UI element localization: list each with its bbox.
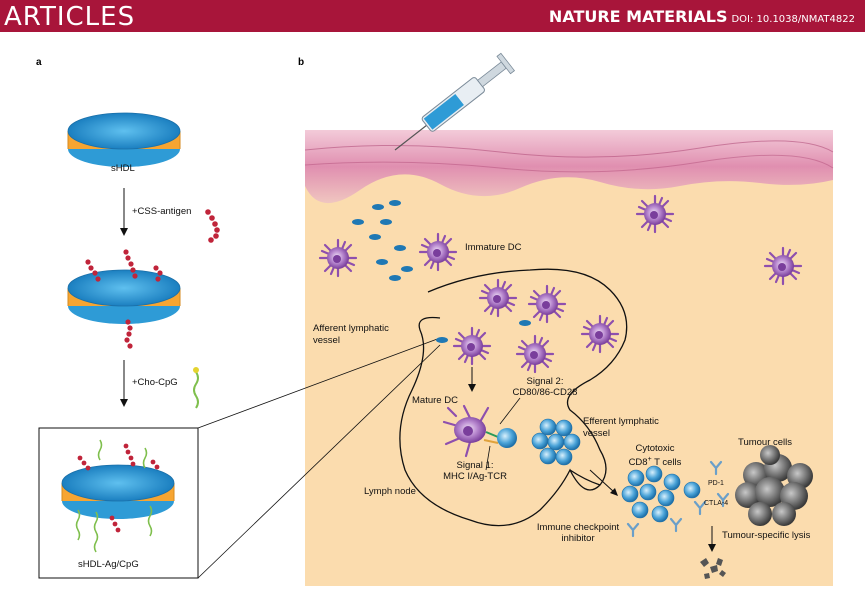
immature-dc-label: Immature DC — [465, 242, 522, 253]
checkpoint-detail: inhibitor — [561, 533, 595, 544]
efferent-label: Efferent lymphatic — [583, 416, 659, 427]
antigen-chain-icon — [205, 209, 220, 243]
cd8-line: CD8+ T cells — [615, 454, 695, 468]
cytotoxic-title: Cytotoxic — [635, 443, 675, 454]
shdl-disc — [67, 112, 181, 168]
journal-name: NATURE MATERIALS — [548, 7, 728, 26]
panel-b-label: b — [298, 57, 305, 68]
syringe — [394, 52, 516, 151]
efferent-label-2: vessel — [583, 428, 610, 439]
final-box — [38, 427, 199, 579]
doi: DOI: 10.1038/NMAT4822 — [731, 14, 855, 25]
shdl-ag-cpg-label: sHDL-Ag/CpG — [78, 559, 139, 570]
mature-dc-label: Mature DC — [412, 395, 458, 406]
cd8-text: CD8 — [628, 457, 648, 469]
cytotoxic-label: Cytotoxic CD8+ T cells — [615, 443, 695, 468]
pd1-label: PD-1 — [708, 480, 724, 487]
signal2-detail: CD80/86-CD28 — [512, 387, 578, 398]
lymph-node-label: Lymph node — [364, 486, 416, 497]
afferent-label: Afferent lymphatic — [313, 323, 389, 334]
lysis-label: Tumour-specific lysis — [722, 530, 811, 541]
ctla4-label: CTLA-4 — [704, 500, 729, 507]
cho-cpg-label: +Cho-CpG — [132, 377, 178, 388]
shdl-label: sHDL — [111, 163, 135, 174]
lysed-debris — [700, 558, 726, 579]
signal1-detail: MHC I/Ag-TCR — [443, 471, 507, 482]
tissue-background — [305, 130, 833, 586]
signal2-label: Signal 2: CD80/86-CD28 — [500, 376, 590, 398]
tumour-cluster — [735, 445, 813, 526]
tcells-text: T cells — [651, 457, 682, 469]
panel-a-label: a — [36, 57, 42, 68]
css-antigen-label: +CSS-antigen — [132, 206, 192, 217]
checkpoint-label: Immune checkpoint inhibitor — [528, 522, 628, 544]
interacting-tcell — [497, 428, 517, 448]
signal2-title: Signal 2: — [526, 376, 564, 387]
signal1-label: Signal 1: MHC I/Ag-TCR — [420, 460, 530, 482]
cd8-sup: + — [647, 456, 652, 463]
shdl-antigen-disc — [67, 269, 181, 325]
tumour-cells-label: Tumour cells — [738, 437, 793, 448]
cpg-icon — [193, 367, 199, 409]
signal1-title: Signal 1: — [456, 460, 494, 471]
section-title: ARTICLES — [4, 2, 136, 32]
afferent-label-2: vessel — [313, 335, 340, 346]
checkpoint-title: Immune checkpoint — [536, 522, 620, 533]
mature-dc — [442, 404, 490, 458]
